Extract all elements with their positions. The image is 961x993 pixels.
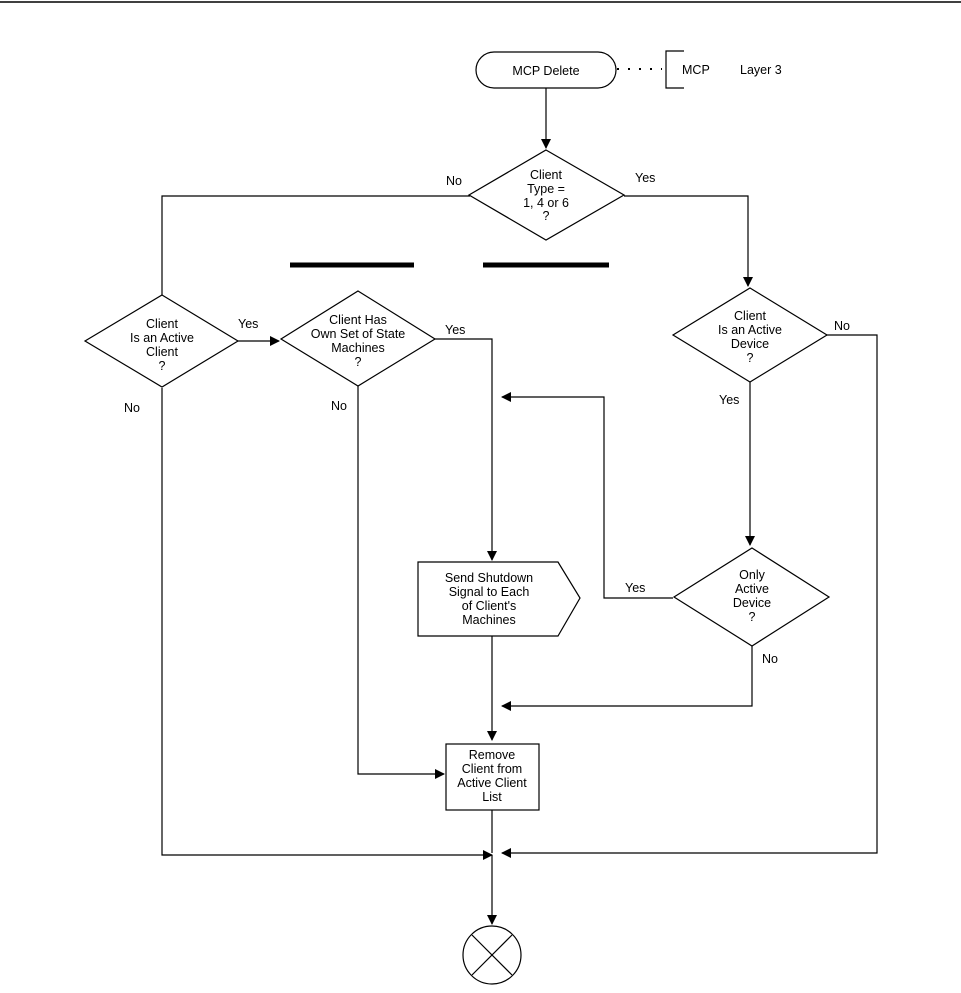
label-active-device-no: No	[834, 319, 850, 333]
active-client-line-1: Client	[146, 317, 178, 331]
active-client-line-2: Is an Active	[130, 331, 194, 345]
label-client-type-no: No	[446, 174, 462, 188]
own-sm-line-2: Own Set of State	[311, 327, 406, 341]
active-device-line-1: Client	[734, 309, 766, 323]
active-client-line-4: ?	[159, 359, 166, 373]
connector-client-type-yes	[624, 195, 753, 287]
label-only-active-yes: Yes	[625, 581, 645, 595]
connectors	[161, 68, 878, 925]
start-terminal: MCP Delete	[475, 51, 617, 89]
branch-labels: No Yes Yes No Yes No No Yes Yes No	[124, 171, 850, 666]
annotation-name: MCP	[682, 63, 710, 77]
connector-own-sm-yes	[435, 338, 497, 561]
own-sm-line-4: ?	[355, 355, 362, 369]
only-active-line-2: Active	[735, 582, 769, 596]
connector-only-active-yes	[501, 392, 673, 599]
only-active-line-1: Only	[739, 568, 765, 582]
shutdown-line-3: of Client's	[462, 599, 517, 613]
shutdown-line-2: Signal to Each	[449, 585, 530, 599]
connector-active-client-no	[161, 388, 493, 860]
client-type-line-3: 1, 4 or 6	[523, 196, 569, 210]
remove-line-1: Remove	[469, 748, 516, 762]
label-active-client-no: No	[124, 401, 140, 415]
active-device-line-3: Device	[731, 337, 769, 351]
client-type-line-4: ?	[543, 209, 550, 223]
only-active-line-4: ?	[749, 610, 756, 624]
connector-own-sm-no	[357, 386, 445, 779]
remove-line-4: List	[482, 790, 502, 804]
connector-only-active-no	[501, 646, 753, 711]
remove-line-3: Active Client	[457, 776, 527, 790]
remove-line-2: Client from	[462, 762, 522, 776]
label-only-active-no: No	[762, 652, 778, 666]
own-sm-line-1: Client Has	[329, 313, 387, 327]
annotation-layer: Layer 3	[740, 63, 782, 77]
connector-active-device-no	[501, 334, 878, 858]
label-client-type-yes: Yes	[635, 171, 655, 185]
shutdown-line-4: Machines	[462, 613, 516, 627]
client-type-line-1: Client	[530, 168, 562, 182]
active-device-line-2: Is an Active	[718, 323, 782, 337]
client-type-line-2: Type =	[527, 182, 565, 196]
shutdown-line-1: Send Shutdown	[445, 571, 533, 585]
end-terminator-icon	[462, 925, 522, 985]
label-own-sm-no: No	[331, 399, 347, 413]
only-active-line-3: Device	[733, 596, 771, 610]
label-active-client-yes: Yes	[238, 317, 258, 331]
own-sm-line-3: Machines	[331, 341, 385, 355]
active-device-line-4: ?	[747, 351, 754, 365]
active-client-line-3: Client	[146, 345, 178, 359]
label-active-device-yes: Yes	[719, 393, 739, 407]
annotation-mcp-layer: MCP Layer 3	[665, 50, 782, 89]
label-own-sm-yes: Yes	[445, 323, 465, 337]
connector-client-type-no	[161, 195, 470, 295]
start-label: MCP Delete	[512, 64, 579, 78]
